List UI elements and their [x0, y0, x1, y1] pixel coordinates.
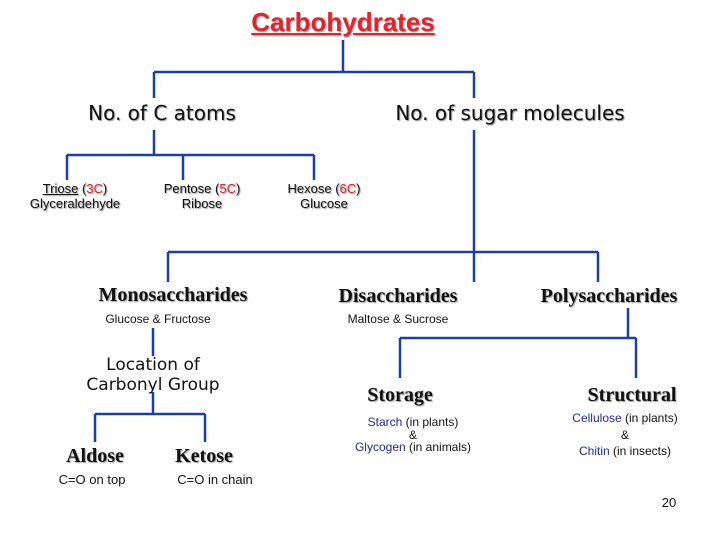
- cellulose: Cellulose: [572, 411, 622, 425]
- starch-note: (in plants): [402, 415, 459, 429]
- branch-sugar-molecules: No. of sugar molecules: [395, 101, 625, 125]
- pentose-open: (: [211, 181, 220, 196]
- hexose-count: 6C: [339, 181, 357, 196]
- glycogen-note: (in animals): [405, 439, 472, 454]
- storage-amp: &: [408, 427, 417, 442]
- structural-amp: &: [620, 427, 630, 442]
- hexose-close: ): [356, 181, 361, 196]
- aldose-label: Aldose: [66, 445, 124, 467]
- pentose-name: Pentose: [163, 181, 212, 196]
- pentose-node: Pentose (5C) Ribose: [163, 181, 241, 212]
- carbonyl-line2: Carbonyl Group: [86, 374, 220, 395]
- triose-node: Triose (3C) Glyceraldehyde: [29, 181, 121, 212]
- monosaccharides-example: Glucose & Fructose: [105, 312, 211, 326]
- chitin-note: (in insects): [609, 443, 672, 458]
- structural-label: Structural: [587, 384, 677, 406]
- branch-c-atoms: No. of C atoms: [88, 101, 236, 125]
- ketose-note: C=O in chain: [177, 472, 253, 487]
- aldose-note: C=O on top: [58, 472, 126, 487]
- carbonyl-line1: Location of: [106, 355, 200, 375]
- structural-examples: Cellulose (in plants) & Chitin (in insec…: [572, 411, 678, 459]
- ketose-label: Ketose: [175, 445, 233, 467]
- monosaccharides-label: Monosaccharides: [98, 284, 248, 306]
- triose-count: 3C: [86, 181, 103, 196]
- page-number: 20: [661, 495, 677, 510]
- pentose-count: 5C: [219, 181, 236, 196]
- hexose-example: Glucose: [300, 195, 348, 211]
- hexose-node: Hexose (6C) Glucose: [287, 181, 361, 212]
- chitin: Chitin: [578, 443, 610, 458]
- hexose-name: Hexose: [287, 181, 332, 196]
- pentose-close: ): [235, 181, 241, 196]
- chart-title: Carbohydrates: [251, 7, 435, 37]
- disaccharides-example: Maltose & Sucrose: [347, 312, 449, 326]
- glycogen: Glycogen: [354, 439, 406, 454]
- hexose-open: (: [331, 181, 340, 196]
- triose-close: ): [102, 181, 108, 196]
- cellulose-note: (in plants): [621, 411, 678, 425]
- disaccharides-label: Disaccharides: [338, 285, 458, 307]
- triose-name: Triose: [42, 181, 79, 196]
- polysaccharides-label: Polysaccharides: [540, 285, 678, 307]
- storage-examples: Starch (in plants) & Glycogen (in animal…: [354, 415, 472, 454]
- pentose-example: Ribose: [181, 195, 223, 211]
- triose-example: Glyceraldehyde: [29, 195, 121, 211]
- starch: Starch: [367, 415, 403, 429]
- triose-open: (: [78, 181, 87, 196]
- carbonyl-location: Location of Carbonyl Group: [86, 355, 220, 395]
- storage-label: Storage: [367, 384, 433, 406]
